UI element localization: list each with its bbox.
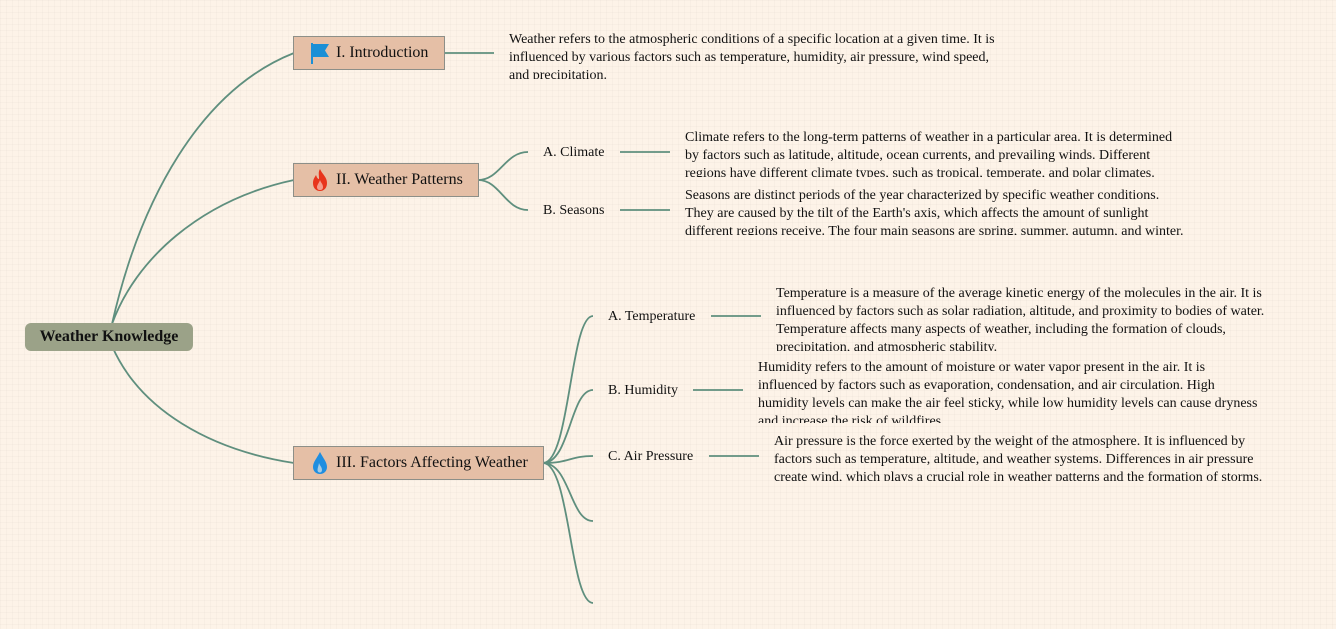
seasons-note: Seasons are distinct periods of the year…: [685, 188, 1184, 235]
water-drop-icon: [310, 451, 332, 475]
topic-climate[interactable]: A. Climate: [543, 145, 605, 160]
connector-root-factors: [111, 345, 295, 464]
connector-factors-humidity: [542, 389, 594, 464]
climate-note: Climate refers to the long-term patterns…: [685, 130, 1173, 177]
branch-weather-patterns[interactable]: II. Weather Patterns: [293, 163, 479, 197]
topic-air-pressure[interactable]: C. Air Pressure: [608, 449, 694, 464]
root-node[interactable]: Weather Knowledge: [25, 323, 193, 351]
connector-root-introduction: [111, 52, 295, 325]
humidity-note: Humidity refers to the amount of moistur…: [758, 360, 1258, 423]
connector-factors-empty-2: [542, 462, 594, 604]
fire-icon: [310, 168, 332, 192]
introduction-note: Weather refers to the atmospheric condit…: [509, 32, 995, 79]
air-pressure-note: Air pressure is the force exerted by the…: [774, 434, 1263, 481]
topic-temperature[interactable]: A. Temperature: [608, 309, 696, 324]
branch-introduction[interactable]: I. Introduction: [293, 36, 445, 70]
temperature-note: Temperature is a measure of the average …: [776, 286, 1265, 351]
connector-factors-air-pressure: [542, 455, 594, 464]
connector-patterns-seasons: [477, 179, 529, 211]
connector-factors-empty-1: [542, 462, 594, 522]
connector-factors-temperature: [542, 315, 594, 464]
branch-factors-label: III. Factors Affecting Weather: [336, 454, 528, 471]
root-label: Weather Knowledge: [39, 328, 179, 345]
topic-humidity[interactable]: B. Humidity: [608, 383, 679, 398]
branch-introduction-label: I. Introduction: [336, 44, 429, 61]
branch-factors-affecting-weather[interactable]: III. Factors Affecting Weather: [293, 446, 544, 480]
connector-patterns-climate: [477, 151, 529, 181]
branch-weather-patterns-label: II. Weather Patterns: [336, 171, 463, 188]
topic-seasons[interactable]: B. Seasons: [543, 203, 605, 218]
flag-icon: [310, 41, 332, 65]
connector-root-weather-patterns: [111, 179, 295, 325]
